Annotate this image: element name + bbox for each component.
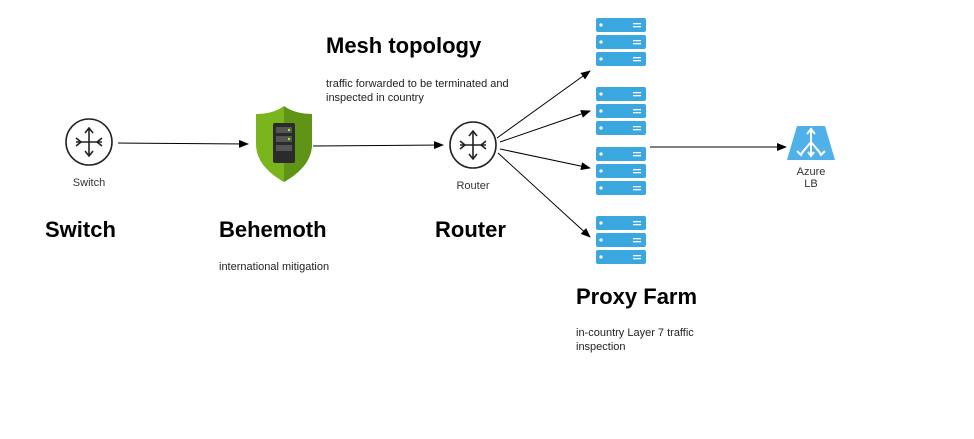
azure-lb-caption-line1: Azure <box>796 166 826 178</box>
link-router-proxy-1 <box>496 70 591 139</box>
behemoth-desc: international mitigation <box>219 261 330 273</box>
switch-title: Switch <box>45 217 116 242</box>
proxy-farm-desc: in-country Layer 7 traffic inspection <box>576 327 694 353</box>
link-router-proxy-4 <box>497 152 591 238</box>
azure-load-balancer-icon <box>787 126 835 160</box>
router-title: Router <box>435 217 506 242</box>
mesh-title: Mesh topology <box>326 33 482 58</box>
server-stack-icon <box>596 18 646 264</box>
link-router-proxy-3 <box>499 148 591 171</box>
router-icon <box>449 121 497 169</box>
behemoth-title: Behemoth <box>219 217 327 242</box>
link-switch-behemoth <box>117 139 249 148</box>
router-caption: Router <box>456 180 490 192</box>
mesh-desc: traffic forwarded to be terminated and i… <box>326 78 509 104</box>
shield-server-icon <box>256 106 312 182</box>
switch-icon <box>65 118 113 166</box>
azure-lb-caption: Azure LB <box>783 166 839 190</box>
proxy-farm-title: Proxy Farm <box>576 284 698 309</box>
azure-lb-caption-line2: LB <box>804 178 818 190</box>
link-router-proxy-2 <box>499 110 591 143</box>
link-behemoth-router <box>312 141 444 150</box>
switch-caption: Switch <box>72 177 106 189</box>
